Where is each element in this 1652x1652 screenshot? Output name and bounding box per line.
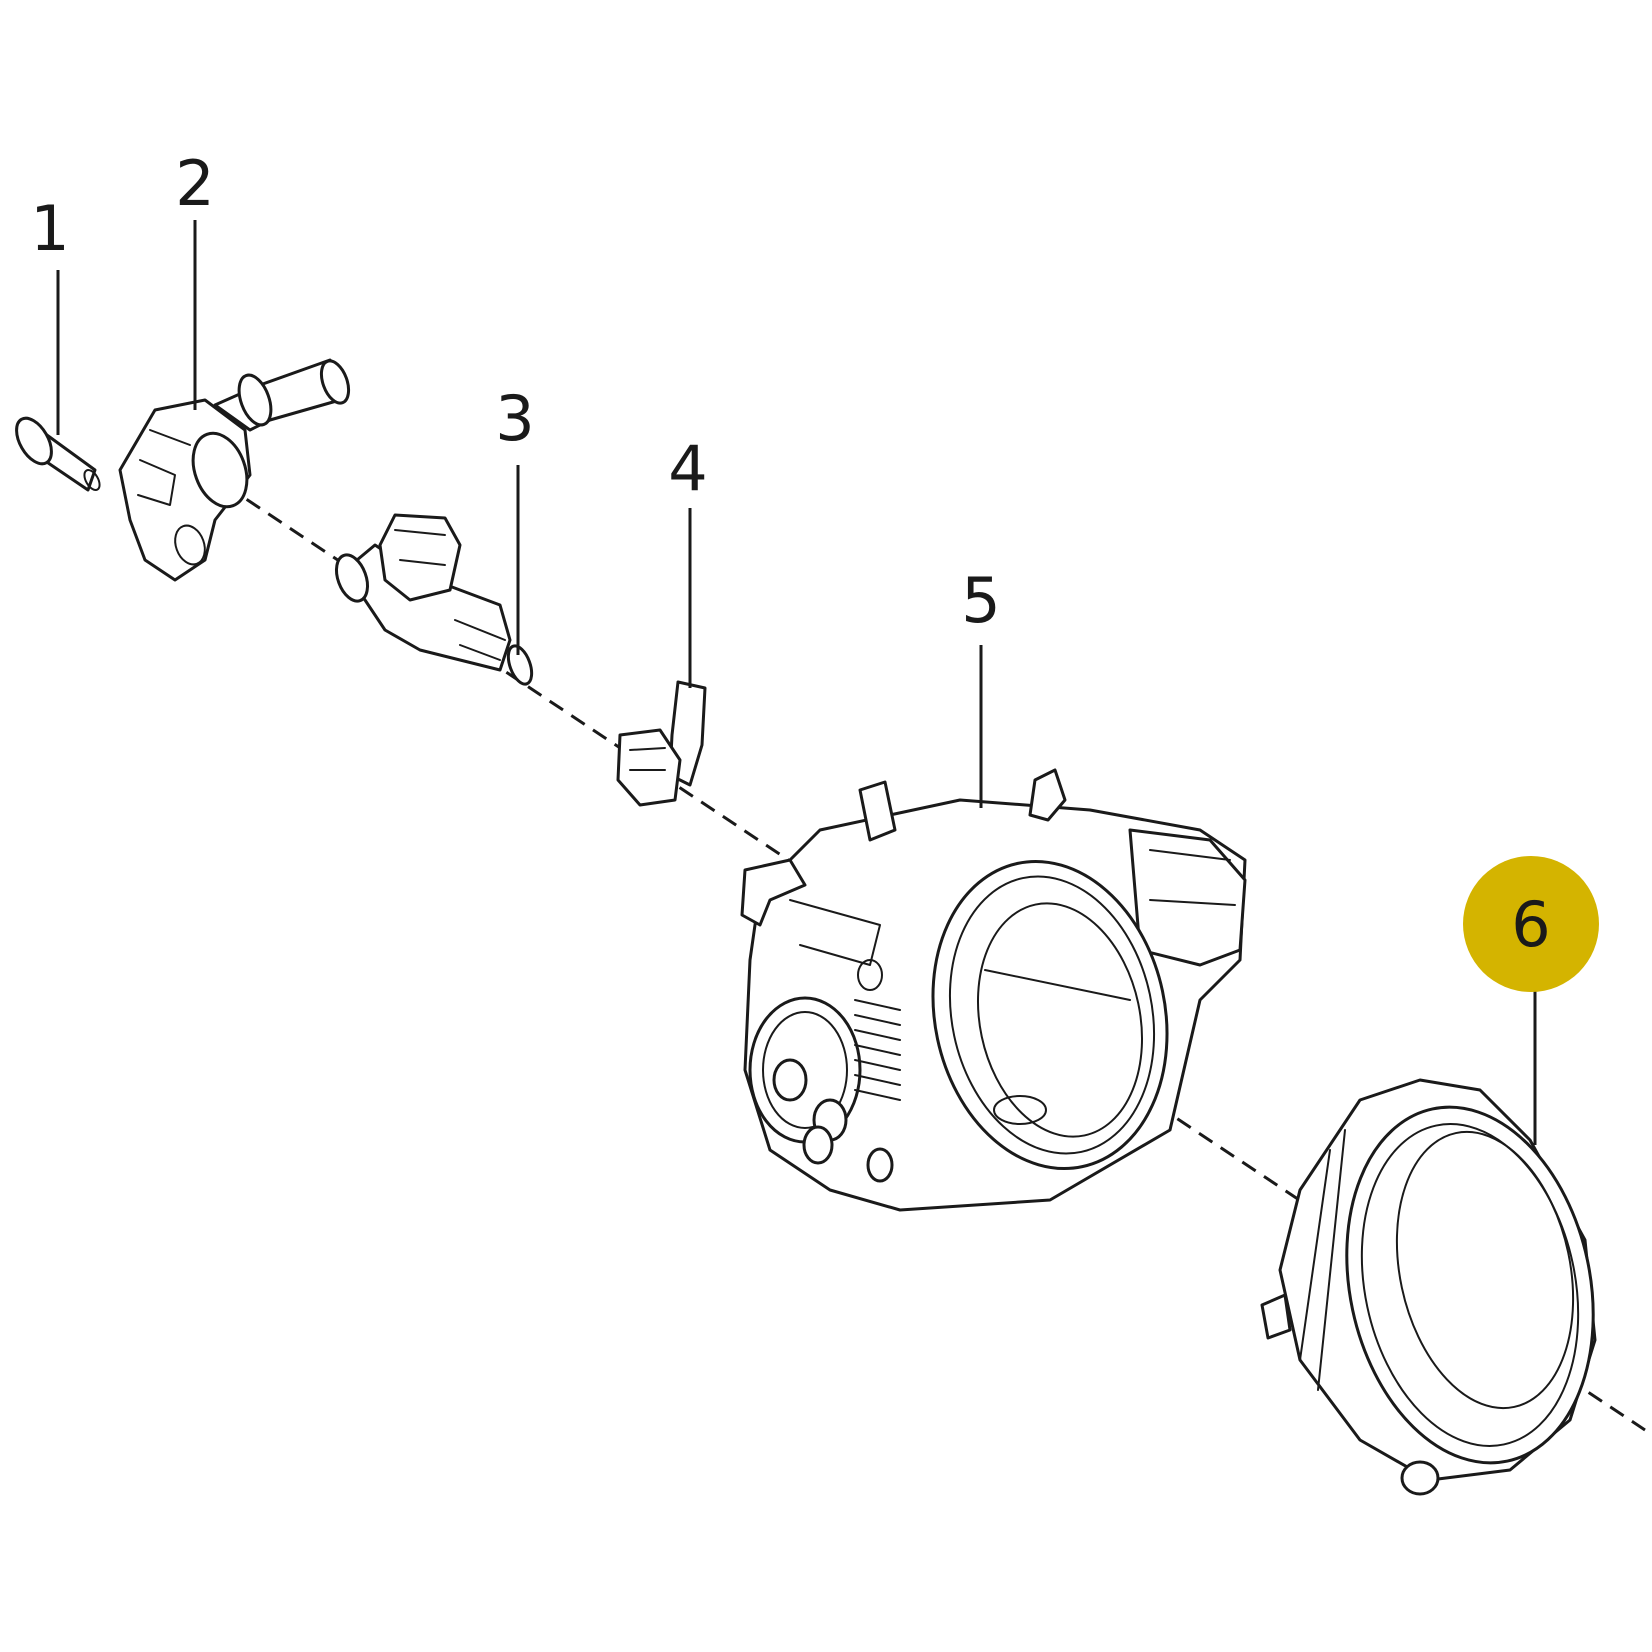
callout-4[interactable]: 4 <box>668 432 707 505</box>
callout-5[interactable]: 5 <box>961 564 1000 637</box>
callout-2[interactable]: 2 <box>175 147 214 220</box>
part-3-injector[interactable] <box>331 513 537 687</box>
part-2-connector[interactable] <box>118 357 354 582</box>
callouts: 1 2 3 4 5 6 <box>30 147 1550 961</box>
callout-3[interactable]: 3 <box>495 382 534 455</box>
part-1-pin[interactable] <box>9 412 102 492</box>
callout-6-highlight <box>1463 856 1599 992</box>
callout-6[interactable]: 6 <box>1511 888 1550 961</box>
part-4-clip[interactable] <box>616 680 707 807</box>
callout-1[interactable]: 1 <box>30 192 69 265</box>
part-6-coupling[interactable] <box>1260 1078 1625 1496</box>
leader-lines <box>56 220 1537 1145</box>
part-5-throttle-body[interactable] <box>740 768 1247 1212</box>
